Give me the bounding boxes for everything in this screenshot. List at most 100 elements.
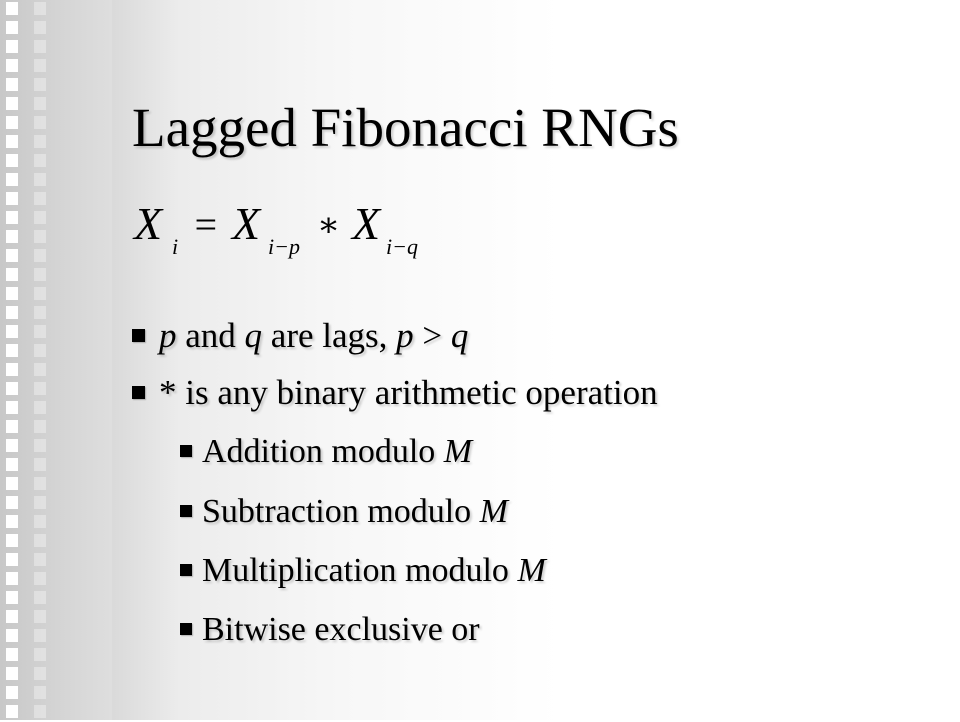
decorative-square <box>6 515 18 528</box>
decorative-square <box>34 534 46 547</box>
square-bullet-icon <box>180 564 192 577</box>
bullet-text: p <box>159 316 177 355</box>
decorative-square <box>6 116 18 129</box>
formula-equals: = <box>192 202 219 247</box>
decorative-square <box>34 344 46 357</box>
square-bullet-icon <box>180 445 192 458</box>
decorative-square <box>34 439 46 452</box>
decorative-square <box>6 2 18 15</box>
bullet-text: q <box>450 316 469 355</box>
decorative-square <box>34 363 46 376</box>
formula-term1-sub: i−p <box>268 234 300 259</box>
decorative-square <box>34 78 46 91</box>
decorative-square <box>6 420 18 433</box>
sub-bullet-item: Subtraction modulo M <box>180 490 508 534</box>
decorative-square <box>34 686 46 699</box>
decorative-square <box>6 648 18 661</box>
square-bullet-icon <box>132 386 145 400</box>
bullet-text: > <box>413 316 451 355</box>
bullet-item: p and q are lags, p > q <box>132 314 468 358</box>
bullet-text: Bitwise exclusive or <box>202 611 480 648</box>
decorative-square <box>6 173 18 186</box>
decorative-square <box>34 97 46 110</box>
decorative-square <box>6 97 18 110</box>
decorative-square <box>34 21 46 34</box>
decorative-square <box>34 2 46 15</box>
decorative-square <box>34 401 46 414</box>
decorative-square <box>6 686 18 699</box>
decorative-square <box>34 173 46 186</box>
decorative-square <box>34 458 46 471</box>
decorative-square <box>34 154 46 167</box>
decorative-square <box>6 40 18 53</box>
bullet-text: Multiplication modulo <box>202 552 518 589</box>
decorative-square <box>34 249 46 262</box>
square-bullet-icon <box>180 505 192 518</box>
square-bullet-icon <box>180 623 192 636</box>
bullet-text: p <box>396 316 414 355</box>
decorative-square <box>6 363 18 376</box>
bullet-text: are lags, <box>262 316 397 355</box>
decorative-square <box>34 667 46 680</box>
sub-bullet-item: Multiplication modulo M <box>180 549 546 593</box>
bullet-text: M <box>517 552 546 589</box>
bullet-text: M <box>443 433 473 470</box>
decorative-square <box>6 135 18 148</box>
decorative-square <box>34 382 46 395</box>
formula-operator: ∗ <box>317 207 340 244</box>
decorative-square <box>6 249 18 262</box>
formula-term2: X <box>350 198 382 249</box>
bullet-text: q <box>244 316 263 355</box>
decorative-square <box>6 306 18 319</box>
decorative-square <box>6 344 18 357</box>
decorative-square <box>6 211 18 224</box>
decorative-square <box>34 268 46 281</box>
decorative-square <box>34 211 46 224</box>
formula-term2-sub: i−q <box>386 234 418 259</box>
decorative-square <box>6 572 18 585</box>
decorative-square <box>6 458 18 471</box>
decorative-square <box>34 325 46 338</box>
decorative-square <box>6 268 18 281</box>
decorative-square <box>34 515 46 528</box>
decorative-square <box>6 325 18 338</box>
decorative-square <box>34 40 46 53</box>
decorative-square <box>34 287 46 300</box>
decorative-square <box>6 154 18 167</box>
decorative-square <box>34 610 46 623</box>
decorative-square <box>34 705 46 718</box>
bullet-text: * is any binary arithmetic operation <box>159 373 658 412</box>
decorative-square <box>34 135 46 148</box>
decorative-square <box>6 610 18 623</box>
decorative-square <box>6 230 18 243</box>
decorative-square <box>6 78 18 91</box>
decorative-square <box>6 629 18 642</box>
bullet-text: Addition modulo <box>202 433 444 470</box>
bullet-item: * is any binary arithmetic operation <box>132 371 658 415</box>
decorative-square <box>6 59 18 72</box>
decorative-square <box>6 591 18 604</box>
decorative-square <box>34 230 46 243</box>
sub-bullet-item: Addition modulo M <box>180 430 472 474</box>
formula-equation: X i = X i−p ∗ X i−q <box>132 196 434 266</box>
decorative-square <box>6 401 18 414</box>
decorative-square <box>6 496 18 509</box>
sub-bullet-item: Bitwise exclusive or <box>180 608 480 652</box>
decorative-square <box>6 21 18 34</box>
bullet-text: and <box>176 316 245 355</box>
decorative-square <box>6 382 18 395</box>
decorative-square <box>6 534 18 547</box>
decorative-square <box>34 192 46 205</box>
formula-term1: X <box>230 198 262 249</box>
decorative-square <box>34 59 46 72</box>
decorative-square <box>34 553 46 566</box>
decorative-square <box>34 648 46 661</box>
formula-lhs-sub: i <box>172 234 178 259</box>
decorative-square <box>34 591 46 604</box>
decorative-square <box>34 629 46 642</box>
slide-title: Lagged Fibonacci RNGs <box>132 97 679 158</box>
decorative-square <box>34 496 46 509</box>
bullet-text: Subtraction modulo <box>202 493 480 530</box>
decorative-square-column <box>6 0 18 722</box>
